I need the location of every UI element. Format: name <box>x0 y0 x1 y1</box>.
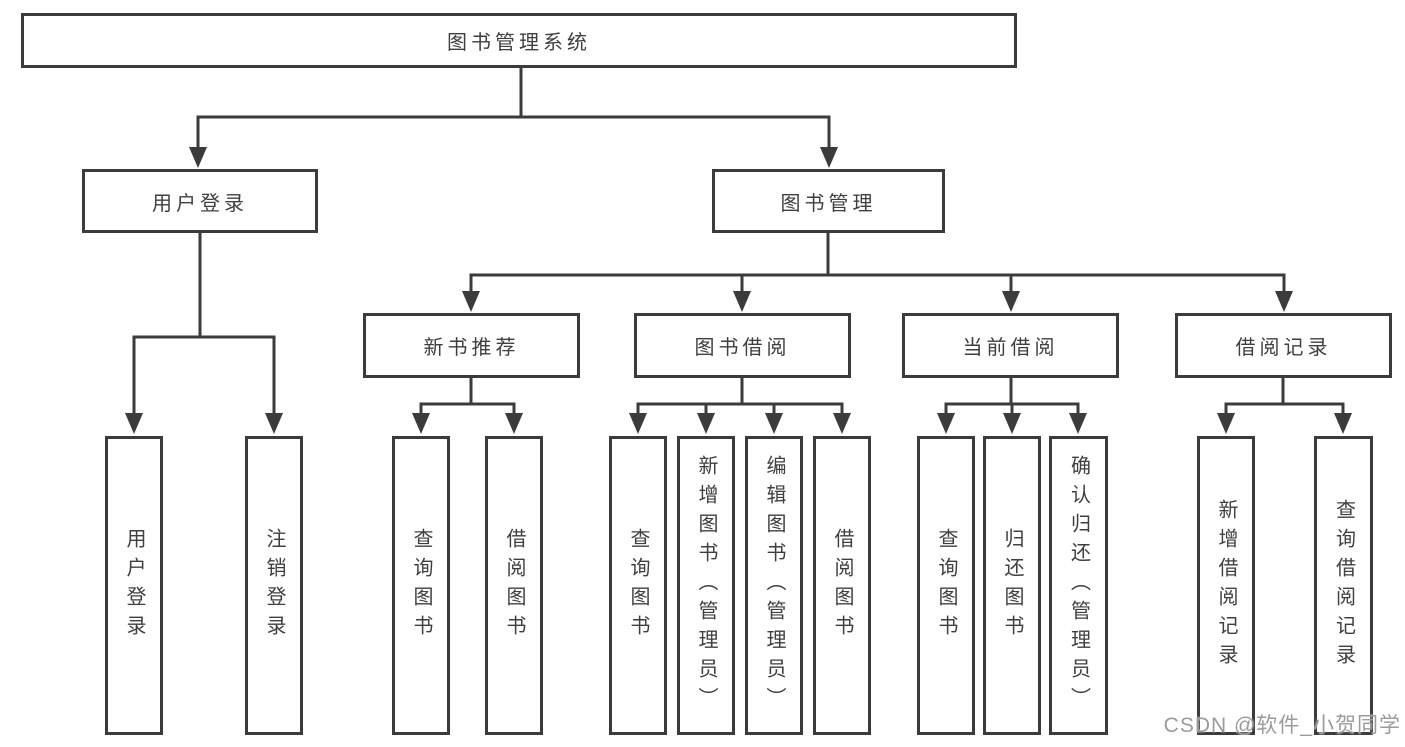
node-label: 查询图书 <box>410 527 432 644</box>
leaf-borrow-book-recommend: 借阅图书 <box>485 436 543 735</box>
arrow-down-icon <box>125 413 143 434</box>
leaf-user-login: 用户登录 <box>105 436 163 735</box>
node-label: 借阅图书 <box>831 527 853 644</box>
arrow-down-icon <box>1002 291 1020 312</box>
node-current-borrowing: 当前借阅 <box>902 313 1119 378</box>
leaf-logout: 注销登录 <box>245 436 303 735</box>
watermark: CSDN @软件_小贺同学 <box>1163 714 1401 737</box>
arrow-down-icon <box>1334 413 1352 434</box>
arrow-down-icon <box>412 413 430 434</box>
node-label: 图书管理 <box>780 192 877 215</box>
node-label: 用户登录 <box>123 527 145 644</box>
node-book-borrowing: 图书借阅 <box>634 313 851 378</box>
arrow-down-icon <box>505 413 523 434</box>
arrow-down-icon <box>820 147 838 168</box>
node-user-login: 用户登录 <box>82 169 318 233</box>
node-label: 图书借阅 <box>694 337 791 359</box>
node-label: 用户登录 <box>152 192 248 215</box>
node-label: 注销登录 <box>263 527 285 644</box>
node-label: 借阅记录 <box>1235 337 1332 359</box>
node-label: 查询图书 <box>627 527 649 644</box>
node-label: 查询借阅记录 <box>1332 498 1355 673</box>
leaf-edit-book-admin: 编辑图书（管理员） <box>745 436 803 735</box>
arrow-down-icon <box>733 291 751 312</box>
node-label: 新增借阅记录 <box>1215 498 1237 673</box>
arrow-down-icon <box>1275 291 1293 312</box>
node-label: 归还图书 <box>1001 527 1023 644</box>
node-label: 图书管理系统 <box>447 32 591 54</box>
leaf-query-borrow-record: 查询借阅记录 <box>1314 436 1373 735</box>
arrow-down-icon <box>1217 413 1235 434</box>
node-label: 查询图书 <box>935 527 957 644</box>
leaf-borrow-book-borrowing: 借阅图书 <box>813 436 871 735</box>
arrow-down-icon <box>629 413 647 434</box>
leaf-query-book-current: 查询图书 <box>917 436 975 735</box>
node-label: 借阅图书 <box>503 527 525 644</box>
leaf-confirm-return-admin: 确认归还（管理员） <box>1049 436 1108 735</box>
arrow-down-icon <box>765 413 783 434</box>
leaf-add-borrow-record: 新增借阅记录 <box>1197 436 1255 735</box>
leaf-return-book: 归还图书 <box>983 436 1041 735</box>
arrow-down-icon <box>462 291 480 312</box>
arrow-down-icon <box>937 413 955 434</box>
node-label: 新增图书（管理员） <box>695 455 717 716</box>
arrow-down-icon <box>697 413 715 434</box>
arrow-down-icon <box>1069 413 1087 434</box>
arrow-down-icon <box>265 413 283 434</box>
node-new-book-recommend: 新书推荐 <box>363 313 580 378</box>
node-library-management-system: 图书管理系统 <box>21 13 1017 68</box>
node-label: 编辑图书（管理员） <box>763 455 785 716</box>
arrow-down-icon <box>1003 413 1021 434</box>
leaf-add-book-admin: 新增图书（管理员） <box>677 436 735 735</box>
leaf-query-book-recommend: 查询图书 <box>392 436 450 735</box>
node-label: 新书推荐 <box>423 337 520 359</box>
arrow-down-icon <box>833 413 851 434</box>
node-borrowing-records: 借阅记录 <box>1175 313 1392 378</box>
node-label: 当前借阅 <box>962 337 1059 359</box>
leaf-query-book-borrowing: 查询图书 <box>609 436 667 735</box>
node-book-management: 图书管理 <box>712 169 945 233</box>
node-label: 确认归还（管理员） <box>1067 455 1090 716</box>
arrow-down-icon <box>189 147 207 168</box>
